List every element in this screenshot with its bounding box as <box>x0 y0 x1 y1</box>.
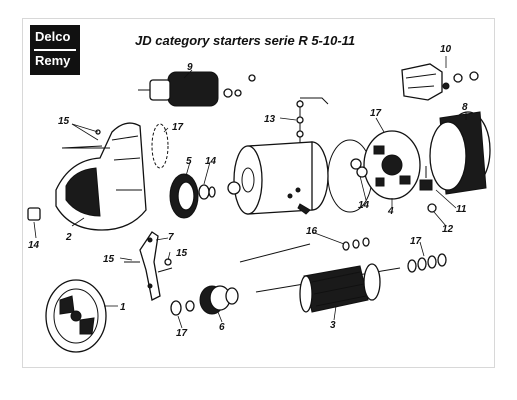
logo-line-1: Delco <box>35 29 71 44</box>
commutator-end-frame-part <box>45 279 107 353</box>
callout-2: 2 <box>65 232 72 243</box>
drive-housing-part <box>55 122 147 231</box>
seal-ring-housing <box>151 123 169 169</box>
callout-17-housing: 17 <box>172 122 184 133</box>
drive-pinion-part <box>170 285 239 316</box>
callout-4: 4 <box>387 206 394 217</box>
callout-15-right: 15 <box>176 248 188 259</box>
callout-13: 13 <box>264 114 276 125</box>
diagram-title: JD category starters serie R 5-10-11 <box>135 33 356 48</box>
callout-9: 9 <box>187 62 193 73</box>
callout-11: 11 <box>456 204 467 215</box>
leader-lines <box>33 56 467 329</box>
shift-lever-part <box>124 231 173 301</box>
callout-15-top: 15 <box>58 116 70 127</box>
callout-16: 16 <box>306 226 318 237</box>
callout-12: 12 <box>442 224 454 235</box>
bushing-left <box>27 207 41 221</box>
field-frame-part <box>233 141 329 215</box>
bushing-right <box>350 158 362 170</box>
callout-6: 6 <box>219 322 225 333</box>
callout-7: 7 <box>168 232 174 243</box>
callout-14-center: 14 <box>205 156 217 167</box>
brush-plate-part <box>356 130 421 200</box>
callout-10: 10 <box>440 44 452 55</box>
solenoid-terminal-kit-part <box>401 63 479 101</box>
callout-17-top: 17 <box>370 108 382 119</box>
callout-15-left: 15 <box>103 254 115 265</box>
delco-remy-logo: Delco Remy <box>30 25 80 75</box>
armature-part <box>255 263 401 313</box>
field-terminal-part <box>296 97 329 148</box>
washer-plate-part <box>169 173 216 219</box>
washer-set-right <box>407 253 447 273</box>
through-bolt <box>61 145 103 149</box>
callout-8: 8 <box>462 102 468 113</box>
callout-17-right: 17 <box>410 236 422 247</box>
callout-3: 3 <box>330 320 336 331</box>
thrust-washers-part <box>239 237 370 263</box>
callout-14-right: 14 <box>358 200 370 211</box>
callout-1: 1 <box>120 302 126 313</box>
cover-band-part <box>429 111 491 195</box>
brush-and-spring-part <box>419 166 437 213</box>
callout-5: 5 <box>186 156 192 167</box>
callout-labels: 9 10 13 17 8 15 17 5 14 2 14 14 4 11 12 … <box>28 44 468 339</box>
bushing-center <box>227 181 241 195</box>
callout-17-bottom: 17 <box>176 328 188 339</box>
logo-line-2: Remy <box>35 53 71 68</box>
solenoid-part <box>138 71 256 107</box>
logo-rule <box>34 49 76 51</box>
callout-14-left: 14 <box>28 240 40 251</box>
